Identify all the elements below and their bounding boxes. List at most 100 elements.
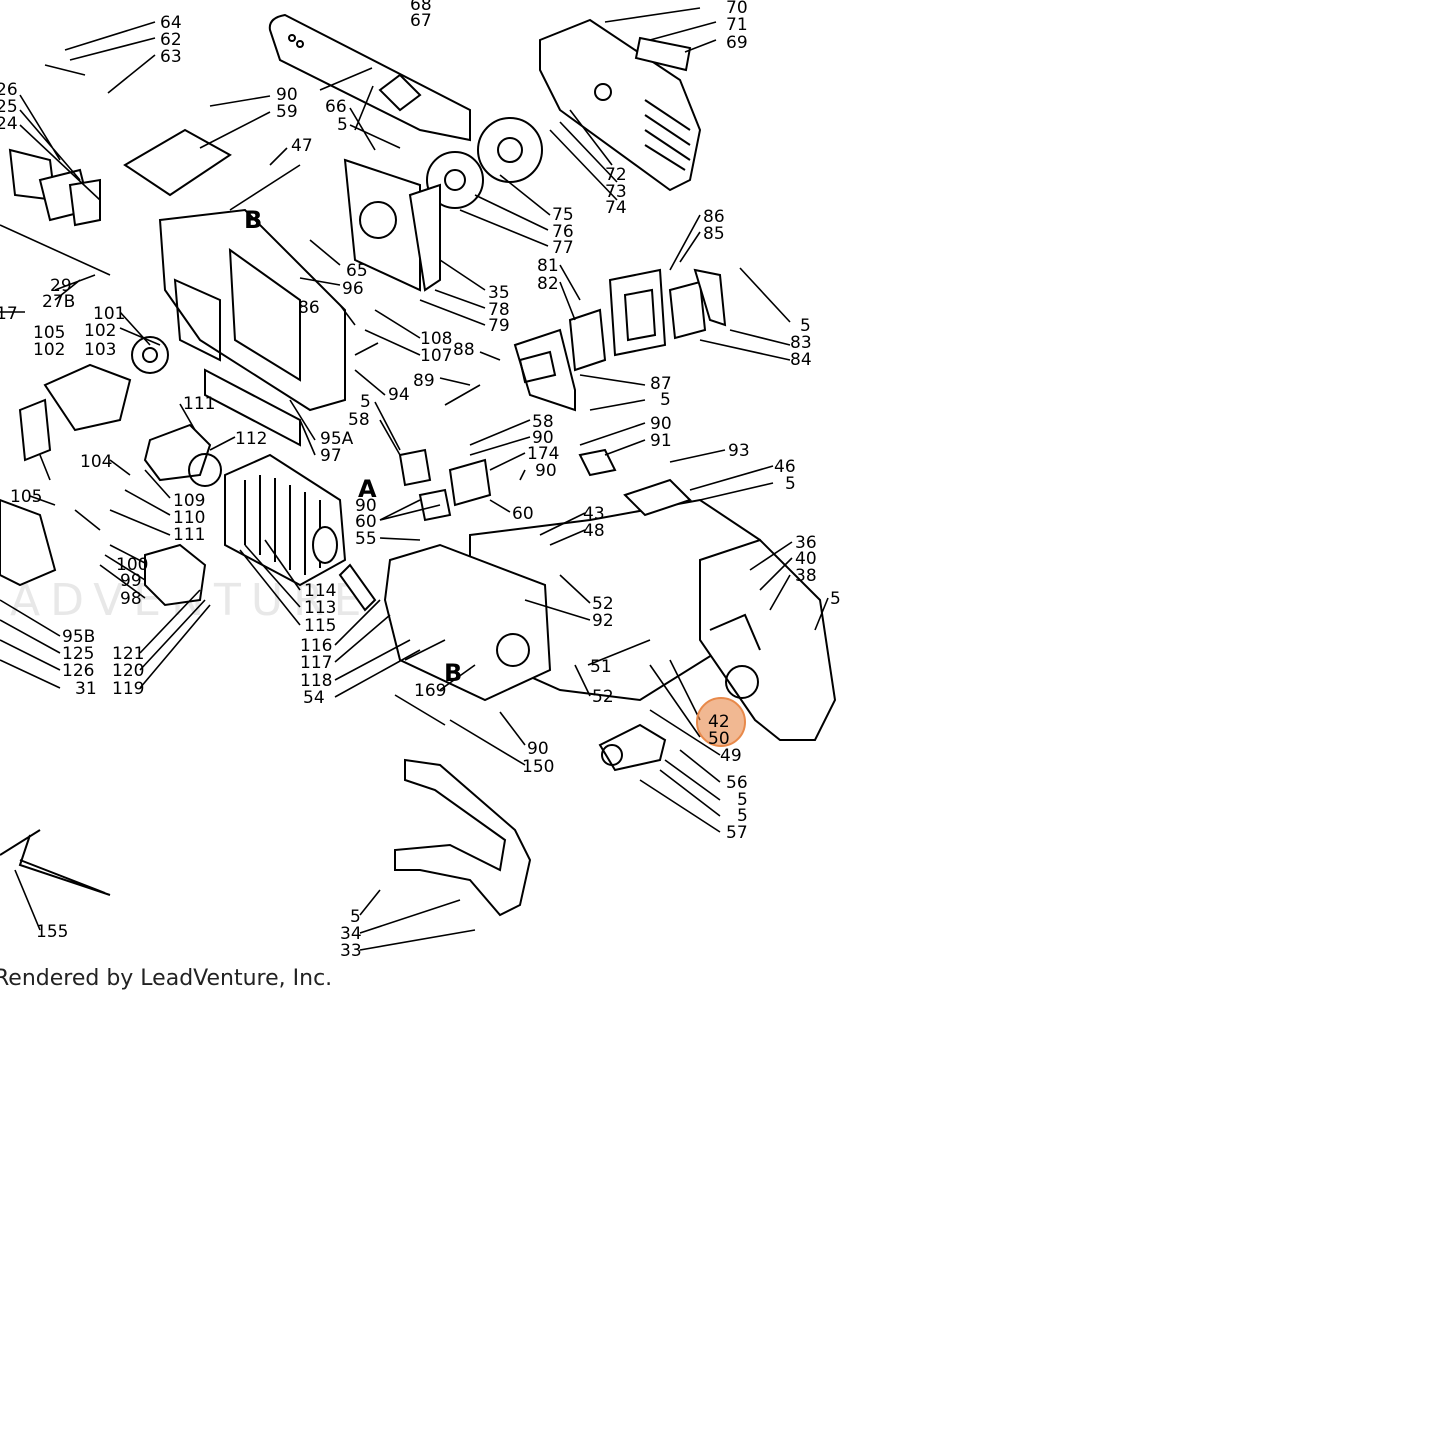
callout-label: 169 (414, 681, 446, 701)
callout-label: 34 (340, 924, 362, 944)
callout-label: 55 (355, 529, 377, 549)
callout-label: 103 (84, 340, 116, 360)
callout-label: 60 (512, 504, 534, 524)
callout-label: 109 (173, 491, 205, 511)
highlighted-callout-label: 50 (708, 729, 730, 749)
callout-label: 57 (726, 823, 748, 843)
base-plate-part (383, 543, 552, 702)
callout-label: 67 (410, 11, 432, 31)
callout-label: 93 (728, 441, 750, 461)
callout-label: 118 (300, 671, 332, 691)
callout-label: 110 (173, 508, 205, 528)
callout-label: 90 (650, 414, 672, 434)
callout-label: 108 (420, 329, 452, 349)
callout-label: 31 (75, 679, 97, 699)
callout-label: 105 (33, 323, 65, 343)
callout-label: 95A (320, 429, 354, 449)
callout-label: 102 (84, 321, 116, 341)
callout-label: 17 (0, 304, 18, 324)
callout-label: 90 (276, 85, 298, 105)
callout-label: 90 (532, 428, 554, 448)
callout-label: 59 (276, 102, 298, 122)
view-marker: B (444, 659, 462, 687)
callout-label: 117 (300, 653, 332, 673)
callout-label: 121 (112, 644, 144, 664)
highlight-marker[interactable] (696, 697, 746, 747)
callout-label: 125 (62, 644, 94, 664)
part-drawings (0, 13, 837, 917)
view-marker: A (358, 475, 377, 503)
callout-label: 76 (552, 222, 574, 242)
callout-label: 88 (453, 340, 475, 360)
callout-label: 85 (703, 224, 725, 244)
callout-label: 100 (116, 555, 148, 575)
callout-label: 114 (304, 581, 336, 601)
callout-label: 29 (50, 276, 72, 296)
callout-label: 116 (300, 636, 332, 656)
callout-label: 26 (0, 80, 18, 100)
callout-label: 43 (583, 504, 605, 524)
ignition-module-part (144, 543, 207, 607)
callout-label: 101 (93, 304, 125, 324)
air-filter-part (608, 268, 667, 357)
callout-label: 96 (342, 279, 364, 299)
callout-label: 5 (830, 589, 841, 609)
callout-label: 62 (160, 30, 182, 50)
callout-label: 24 (0, 114, 18, 134)
callout-label: 120 (112, 661, 144, 681)
callout-label: 27B (42, 292, 75, 312)
callout-label: 155 (36, 922, 68, 942)
callout-label: 58 (532, 412, 554, 432)
callout-label: 72 (605, 165, 627, 185)
callout-label: 5 (800, 316, 811, 336)
crankcase-part (158, 208, 346, 412)
callout-label: 105 (10, 487, 42, 507)
chain-cover-part (539, 18, 702, 192)
carburetor-part (513, 328, 576, 412)
sprocket-cover-part (699, 538, 837, 741)
callout-label: 78 (488, 300, 510, 320)
callout-label: 48 (583, 521, 605, 541)
footer-credit: Rendered by LeadVenture, Inc. (0, 966, 333, 991)
callout-label: 60 (355, 512, 377, 532)
callout-label: 104 (80, 452, 112, 472)
callout-label: 81 (537, 256, 559, 276)
guide-bar-part (268, 13, 471, 142)
air-filter-cover-part (123, 128, 232, 197)
callout-label: 65 (346, 261, 368, 281)
callout-label: 150 (522, 757, 554, 777)
callout-label: 56 (726, 773, 748, 793)
callout-label: 87 (650, 374, 672, 394)
callout-label: 90 (527, 739, 549, 759)
callout-label: 5 (360, 392, 371, 412)
callout-label: 52 (592, 687, 614, 707)
callout-label: 111 (183, 394, 215, 414)
callout-label: 113 (304, 598, 336, 618)
callout-label: 98 (120, 589, 142, 609)
callout-label: 69 (726, 33, 748, 53)
clutch-drum-part (477, 117, 543, 183)
callout-label: 66 (325, 97, 347, 117)
callout-label: 35 (488, 283, 510, 303)
callout-label: 51 (590, 657, 612, 677)
spark-plug-part (338, 563, 377, 612)
callout-label: 112 (235, 429, 267, 449)
muffler-part (598, 723, 667, 772)
callout-label: 84 (790, 350, 812, 370)
callout-label: 77 (552, 238, 574, 258)
callout-label: 91 (650, 431, 672, 451)
callout-label: 58 (348, 410, 370, 430)
callout-label: 92 (592, 611, 614, 631)
callout-label: 47 (291, 136, 313, 156)
callout-label: 119 (112, 679, 144, 699)
callout-label: 52 (592, 594, 614, 614)
piston-part (143, 423, 212, 482)
callout-label: 90 (535, 461, 557, 481)
callout-label: 5 (785, 474, 796, 494)
callout-label: 75 (552, 205, 574, 225)
callout-label: 63 (160, 47, 182, 67)
clutch-bracket-part (343, 158, 421, 292)
callout-label: 38 (795, 566, 817, 586)
